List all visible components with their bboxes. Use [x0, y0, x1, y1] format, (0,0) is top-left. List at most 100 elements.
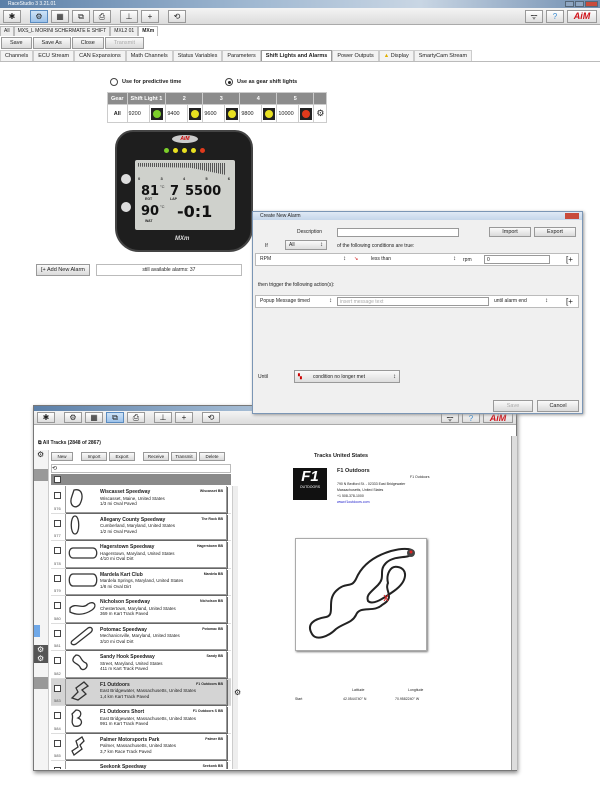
sidebar-gear-icon-2[interactable]: ⚙⚙: [34, 645, 48, 663]
shift-led-4[interactable]: [261, 104, 278, 123]
tracks-icon[interactable]: ⧉: [106, 412, 124, 423]
tracks-icon[interactable]: ⧉: [72, 10, 90, 23]
gear-settings-icon[interactable]: ⚙: [316, 108, 325, 118]
transmit-button[interactable]: Transmit: [104, 37, 144, 49]
tab-display[interactable]: ▲ Display: [378, 50, 414, 61]
tab-status-variables[interactable]: Status Variables: [172, 50, 223, 61]
preview-scrollbar[interactable]: [511, 436, 517, 770]
wizard-icon[interactable]: ✱: [37, 412, 55, 423]
wizard-icon[interactable]: ✱: [3, 10, 21, 23]
track-transmit-button[interactable]: Transmit: [171, 452, 197, 461]
shift-led-3[interactable]: [224, 104, 241, 123]
maximize-button[interactable]: [575, 1, 584, 7]
message-input[interactable]: insert message text: [337, 297, 489, 306]
track-checkbox[interactable]: [54, 739, 61, 747]
preview-website-link[interactable]: www.f1outdoors.com: [337, 500, 370, 504]
shift-led-1[interactable]: [148, 104, 167, 123]
track-delete-button[interactable]: Delete: [199, 452, 225, 461]
data-download-icon[interactable]: ⎙: [93, 10, 111, 23]
shift-rpm-input-4[interactable]: 9800: [239, 104, 263, 123]
wifi-icon[interactable]: ᯤ: [525, 10, 543, 23]
operator-select[interactable]: ↘less than: [351, 255, 459, 265]
minimize-button[interactable]: [565, 1, 574, 7]
doc-tab-mxm[interactable]: MXm: [138, 26, 159, 36]
track-checkbox[interactable]: [54, 574, 61, 582]
doc-tab-mxs[interactable]: MXS_L MORINI SCHERMATE E SHIFT: [13, 26, 111, 36]
settings-icon[interactable]: ⟲: [168, 10, 186, 23]
add-action-icon[interactable]: [+: [566, 297, 573, 306]
tab-math-channels[interactable]: Math Channels: [125, 50, 173, 61]
track-checkbox[interactable]: [54, 767, 61, 769]
channel-select[interactable]: RPM: [257, 255, 349, 265]
doc-tab-all[interactable]: All: [0, 26, 14, 36]
sidebar-scroll[interactable]: [34, 625, 40, 637]
tab-channels[interactable]: Channels: [0, 50, 34, 61]
import-button[interactable]: Import: [489, 227, 531, 237]
tab-can-expansions[interactable]: CAN Expansions: [74, 50, 126, 61]
select-all-checkbox[interactable]: [54, 476, 61, 483]
tracks-list-scrollbar[interactable]: [232, 486, 238, 769]
track-checkbox[interactable]: [54, 602, 61, 609]
shift-rpm-input-1[interactable]: 9200: [126, 104, 150, 123]
close-button[interactable]: Close: [71, 37, 104, 49]
add-device-icon[interactable]: +: [175, 412, 193, 423]
configuration-icon[interactable]: ⚙: [30, 10, 48, 23]
help-icon[interactable]: ?: [546, 10, 564, 23]
track-checkbox[interactable]: [54, 629, 61, 637]
track-export-button[interactable]: Export: [109, 452, 135, 461]
save-button[interactable]: Save: [1, 37, 32, 49]
add-new-alarm-button[interactable]: [+ Add New Alarm: [36, 264, 90, 276]
radio-predictive-time[interactable]: Use for predictive time: [110, 78, 181, 86]
until-select[interactable]: ▚condition no longer met: [294, 370, 400, 383]
description-input[interactable]: [337, 228, 459, 237]
tab-shift-lights-alarms[interactable]: Shift Lights and Alarms: [260, 50, 333, 61]
tab-smartycam-stream[interactable]: SmartyCam Stream: [413, 50, 473, 61]
track-checkbox[interactable]: [54, 712, 61, 719]
duration-select[interactable]: until alarm end: [491, 297, 551, 307]
track-checkbox[interactable]: [54, 684, 61, 692]
tab-parameters[interactable]: Parameters: [222, 50, 261, 61]
add-condition-icon[interactable]: [+: [566, 255, 573, 264]
shift-rpm-input-5[interactable]: 10000: [276, 104, 300, 123]
dashboard-icon[interactable]: ▦: [51, 10, 69, 23]
track-new-button[interactable]: New: [51, 452, 73, 461]
track-checkbox[interactable]: [54, 547, 61, 554]
data-download-icon[interactable]: ⎙: [127, 412, 145, 423]
dialog-save-button[interactable]: Save: [493, 400, 533, 412]
settings-icon[interactable]: ⟲: [202, 412, 220, 423]
save-as-button[interactable]: Save As: [32, 37, 71, 49]
doc-tab-mxl2[interactable]: MXL2 01: [110, 26, 139, 36]
configuration-icon[interactable]: ⚙: [64, 412, 82, 423]
tab-ecu-stream[interactable]: ECU Stream: [33, 50, 75, 61]
track-checkbox[interactable]: [54, 519, 61, 527]
threshold-input[interactable]: 0: [484, 255, 550, 264]
tracks-search-input[interactable]: ⟲: [51, 464, 231, 473]
sidebar-gear-icon[interactable]: ⚙: [37, 450, 45, 459]
dialog-cancel-button[interactable]: Cancel: [537, 400, 579, 412]
upload-icon[interactable]: ⊥: [120, 10, 138, 23]
shift-led-5[interactable]: [298, 104, 315, 123]
action-select[interactable]: Popup Message timed: [257, 297, 335, 307]
gear-settings-cell[interactable]: ⚙: [313, 104, 328, 123]
track-import-button[interactable]: Import: [81, 452, 107, 461]
track-settings-icon[interactable]: ⚙: [234, 688, 242, 697]
close-window-button[interactable]: [585, 1, 598, 7]
dialog-close-button[interactable]: [565, 213, 579, 219]
track-checkbox[interactable]: [54, 657, 61, 664]
shift-rpm-input-2[interactable]: 9400: [165, 104, 189, 123]
dashboard-icon[interactable]: ▦: [85, 412, 103, 423]
if-select[interactable]: All: [285, 240, 327, 250]
tab-power-outputs[interactable]: Power Outputs: [332, 50, 379, 61]
track-checkbox[interactable]: [54, 492, 61, 499]
shift-rpm-input-3[interactable]: 9600: [202, 104, 226, 123]
